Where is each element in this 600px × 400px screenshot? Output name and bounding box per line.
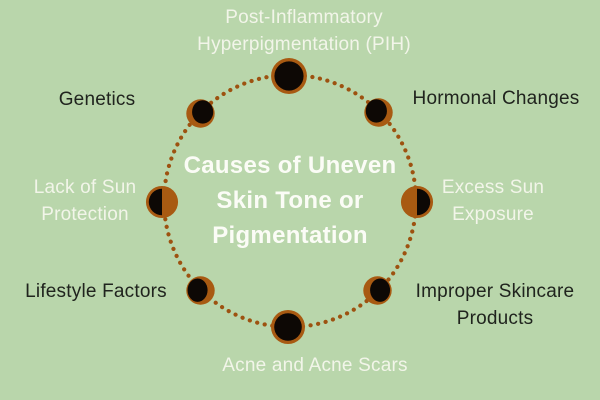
acne-and-acne-scars-label: Acne and Acne Scars [190,352,440,379]
lack-of-sun-protection-node-icon [145,185,179,219]
acne-and-acne-scars-node-icon [270,309,306,345]
hormonal-changes-node-icon [363,97,394,128]
post-inflammatory-hyperpigmentation-label-line: Post-Inflammatory [225,7,383,28]
genetics-label: Genetics [17,86,177,113]
hormonal-changes-label: Hormonal Changes [391,85,600,112]
genetics-node-icon [185,98,216,129]
lifestyle-factors-label: Lifestyle Factors [0,278,196,305]
acne-and-acne-scars-label-line: Acne and Acne Scars [222,354,408,376]
post-inflammatory-hyperpigmentation-node-icon [270,57,308,95]
hormonal-changes-label-line: Hormonal Changes [412,87,580,109]
improper-skincare-products-label-line: Improper Skincare [415,281,575,302]
improper-skincare-products-label-line: Products [456,308,534,329]
diagram-title-line: Causes of Uneven [183,152,397,179]
excess-sun-exposure-label-line: Exposure [452,204,534,225]
lifestyle-factors-node-icon [185,275,216,306]
post-inflammatory-hyperpigmentation-label-line: Hyperpigmentation (PIH) [197,34,411,55]
diagram-title-line: Skin Tone or [216,187,364,214]
diagram-title-line: Pigmentation [212,222,368,249]
lifestyle-factors-label-line: Lifestyle Factors [25,280,167,302]
excess-sun-exposure-label-line: Excess Sun [441,177,545,198]
improper-skincare-products-node-icon [362,275,393,306]
excess-sun-exposure-node-icon [400,185,434,219]
lack-of-sun-protection-label-line: Lack of Sun [33,177,137,198]
genetics-label-line: Genetics [58,88,136,110]
lack-of-sun-protection-label-line: Protection [41,204,129,225]
diagram-title: Causes of Uneven Skin Tone or Pigmentati… [160,148,420,253]
